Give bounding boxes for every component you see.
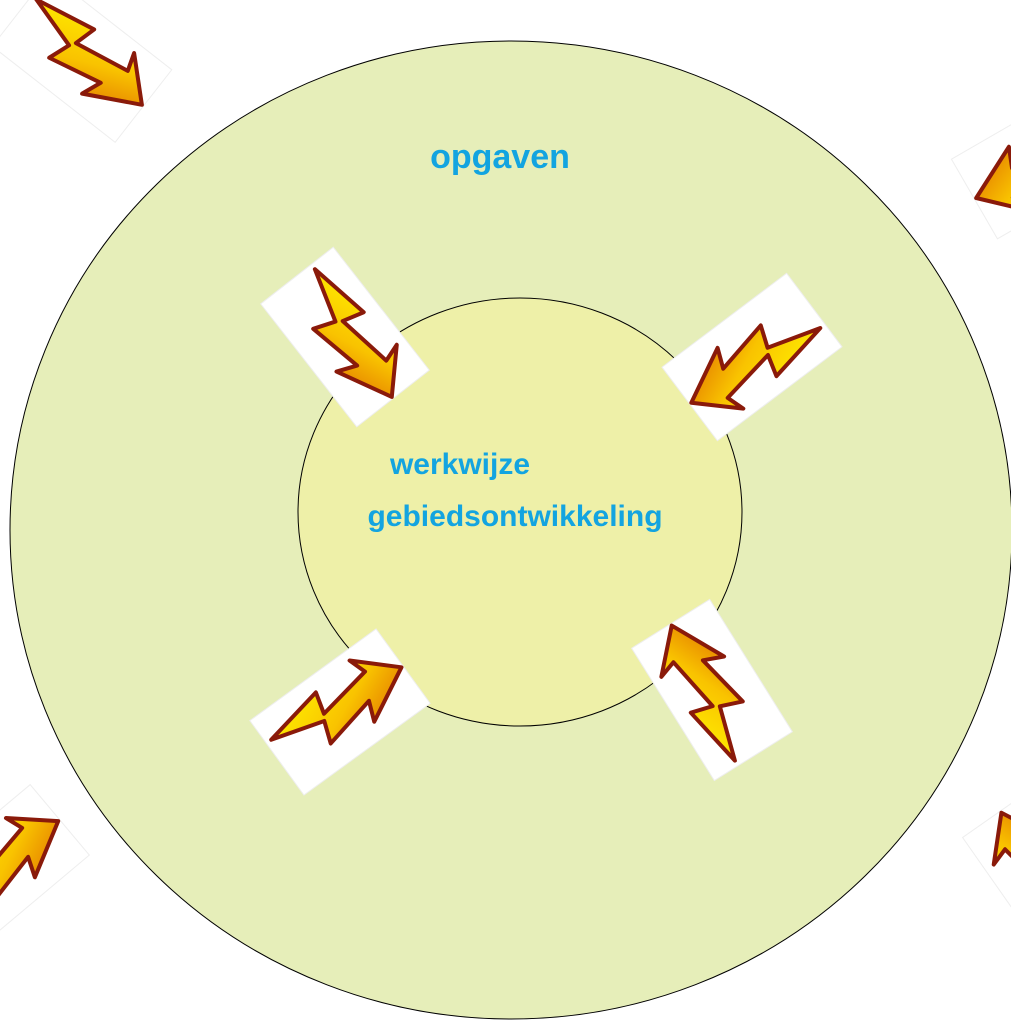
outer-circle-label: opgaven [430, 138, 570, 176]
inner-circle [297, 297, 743, 727]
lightning-bolt-icon-outer-bottom-right [960, 782, 1011, 968]
lightning-bolt-icon-outer-top-right [949, 79, 1011, 241]
inner-circle-label-line2: gebiedsontwikkeling [367, 500, 663, 533]
lightning-bolt-icon-outer-top-left [0, 0, 174, 145]
lightning-bolt-icon-outer-bottom-left [0, 782, 92, 958]
inner-circle-label-line1: werkwijze [389, 448, 531, 481]
